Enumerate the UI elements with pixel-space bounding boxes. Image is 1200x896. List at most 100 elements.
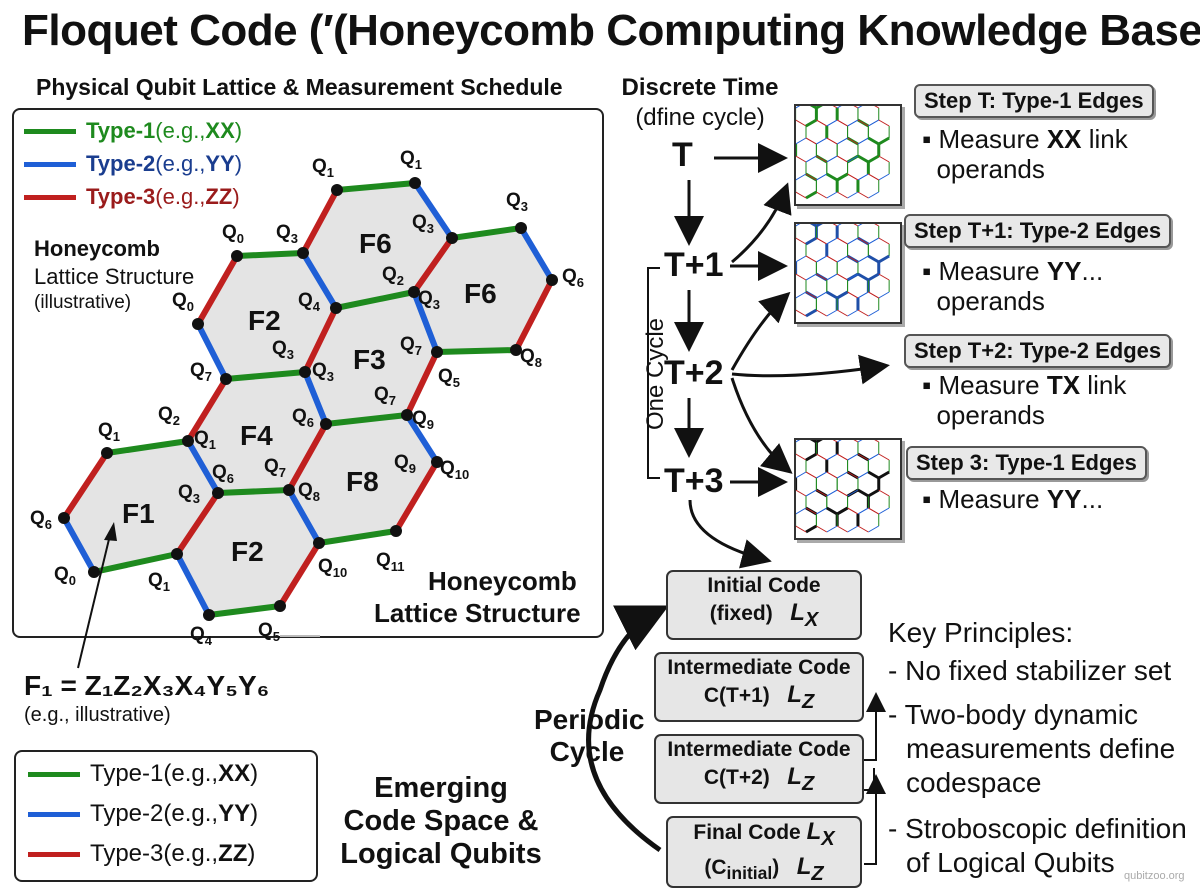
time-step-T: T <box>672 136 693 174</box>
legend-name: Type-1 <box>86 118 156 143</box>
step-t1-bullet: ▪ Measure YY... operands <box>922 256 1104 316</box>
mini-lattice <box>794 218 890 318</box>
qubit-label: Q10 <box>318 556 348 580</box>
key-principle-3b: of Logical Qubits <box>906 847 1115 878</box>
qubit-label: Q1 <box>194 428 217 452</box>
qubit-label: Q3 <box>506 190 529 214</box>
face-label: F1 <box>122 498 155 529</box>
code-sub: C(T+1) <box>703 684 770 707</box>
qubit-label: Q1 <box>98 420 121 444</box>
qubit-label: Q7 <box>400 334 423 358</box>
mini-lattice <box>794 434 890 534</box>
legend-op: ZZ <box>205 184 233 209</box>
qubit-label: Q3 <box>312 360 335 384</box>
type2-line-swatch <box>24 161 76 167</box>
legend-prefix: (e.g., <box>163 840 219 867</box>
corner-label-1: Honeycomb <box>428 566 577 596</box>
mini-lattice <box>794 100 890 200</box>
corner-label-2: Lattice Structure <box>374 598 581 628</box>
step-t-bullet: ▪ Measure XX link operands <box>922 124 1128 184</box>
legend-prefix: (e.g., <box>163 800 219 827</box>
qubit-label: Q1 <box>312 156 335 180</box>
face-label: F4 <box>240 420 273 451</box>
qubit-label: Q3 <box>418 288 441 312</box>
code-sub: (C <box>704 855 727 879</box>
time-step-T3: T+3 <box>664 462 724 500</box>
qubit-label: Q7 <box>264 456 287 480</box>
legend-suffix: ) <box>234 118 243 143</box>
qubit-label: Q1 <box>148 570 171 594</box>
code-title: Intermediate Code <box>667 656 851 679</box>
periodic-line: Cycle <box>549 736 625 767</box>
face-formula: F₁ = Z₁Z₂X₃X₄Y₅Y₆ <box>24 670 270 701</box>
qubit-label: Q9 <box>412 408 435 432</box>
qubit-label: Q2 <box>158 404 181 428</box>
qubit-label: Q3 <box>272 338 295 362</box>
legend-box-type3: Type-3 (e.g., ZZ) <box>28 840 255 868</box>
intermediate-code-box-1: Intermediate Code C(T+1) LZ <box>654 652 864 722</box>
legend-op: XX <box>205 118 235 143</box>
legend-box-type2: Type-2 (e.g., YY) <box>28 800 258 828</box>
qubit-label: Q8 <box>298 480 321 504</box>
key-principle-2: - Two-body dynamic <box>888 699 1139 730</box>
legend-prefix: (e.g., <box>163 760 219 787</box>
qubit-label: Q5 <box>438 366 461 390</box>
code-title: Final Code <box>693 821 801 844</box>
qubit-label: Q0 <box>54 564 77 588</box>
legend-suffix: ) <box>234 151 243 176</box>
qubit-label: Q7 <box>190 360 213 384</box>
emerging-line: Logical Qubits <box>340 838 542 870</box>
qubit-label: Q10 <box>440 458 470 482</box>
type1-line-swatch <box>24 128 76 134</box>
qubit-label: Q4 <box>190 624 213 648</box>
legend-suffix: ) <box>250 760 259 787</box>
side-label-note: (illustrative) <box>34 292 132 313</box>
qubit-label: Q9 <box>394 452 417 476</box>
emerging-line: Emerging <box>374 772 508 804</box>
legend-suffix: ) <box>247 840 256 867</box>
qubit-label: Q6 <box>212 462 235 486</box>
panel-legend-type2: Type-2 (e.g., YY) <box>24 151 242 177</box>
legend-name: Type-3 <box>90 840 164 867</box>
legend-suffix: ) <box>250 800 259 827</box>
legend-name: Type-2 <box>90 800 164 827</box>
side-label-sub: Lattice Structure <box>34 264 195 289</box>
type3-line-swatch <box>24 194 76 200</box>
lattice-thumbnail-step-t3 <box>794 434 902 540</box>
time-step-T1: T+1 <box>664 246 724 284</box>
step-tag-t1: Step T+1: Type-2 Edges <box>904 214 1172 248</box>
type1-line-swatch <box>28 771 80 777</box>
key-principle-3: - Stroboscopic definition <box>888 813 1187 844</box>
periodic-line: Periodic <box>534 704 645 735</box>
legend-op: XX <box>218 760 251 787</box>
timeline-heading: Discrete Time <box>621 74 779 101</box>
side-label-title: Honeycomb <box>34 236 160 261</box>
step-tag-t2: Step T+2: Type-2 Edges <box>904 334 1172 368</box>
qubit-label: Q0 <box>222 222 245 246</box>
code-sub: C(T+2) <box>703 766 770 789</box>
legend-box-type1: Type-1 (e.g., XX) <box>28 760 258 788</box>
timeline-subheading: (dfine cycle) <box>635 104 765 131</box>
legend-op: YY <box>218 800 251 827</box>
qubit-label: Q8 <box>520 346 543 370</box>
final-code-box: Final Code LX (Cinitial) LZ <box>666 816 862 888</box>
logical-operator: LX <box>806 818 835 850</box>
face-formula-note: (e.g., illustrative) <box>24 704 171 726</box>
step-t2-bullet: ▪ Measure TX link operands <box>922 370 1127 430</box>
type2-line-swatch <box>28 811 80 817</box>
face-label: F3 <box>353 344 386 375</box>
qubit-label: Q11 <box>376 550 405 574</box>
qubit-label: Q0 <box>172 290 195 314</box>
face-label: F6 <box>464 278 497 309</box>
logical-operator: LZ <box>787 763 815 795</box>
lattice-thumbnail-step-t1 <box>794 218 902 324</box>
qubit-label: Q4 <box>298 290 321 314</box>
lattice-panel-heading: Physical Qubit Lattice & Measurement Sch… <box>36 74 563 100</box>
key-principle-1: - No fixed stabilizer set <box>888 655 1172 686</box>
emerging-line: Code Space & <box>343 805 539 837</box>
step-tag-t3: Step 3: Type-1 Edges <box>906 446 1147 480</box>
time-step-T2: T+2 <box>664 354 724 392</box>
qubit-label: Q3 <box>412 212 435 236</box>
